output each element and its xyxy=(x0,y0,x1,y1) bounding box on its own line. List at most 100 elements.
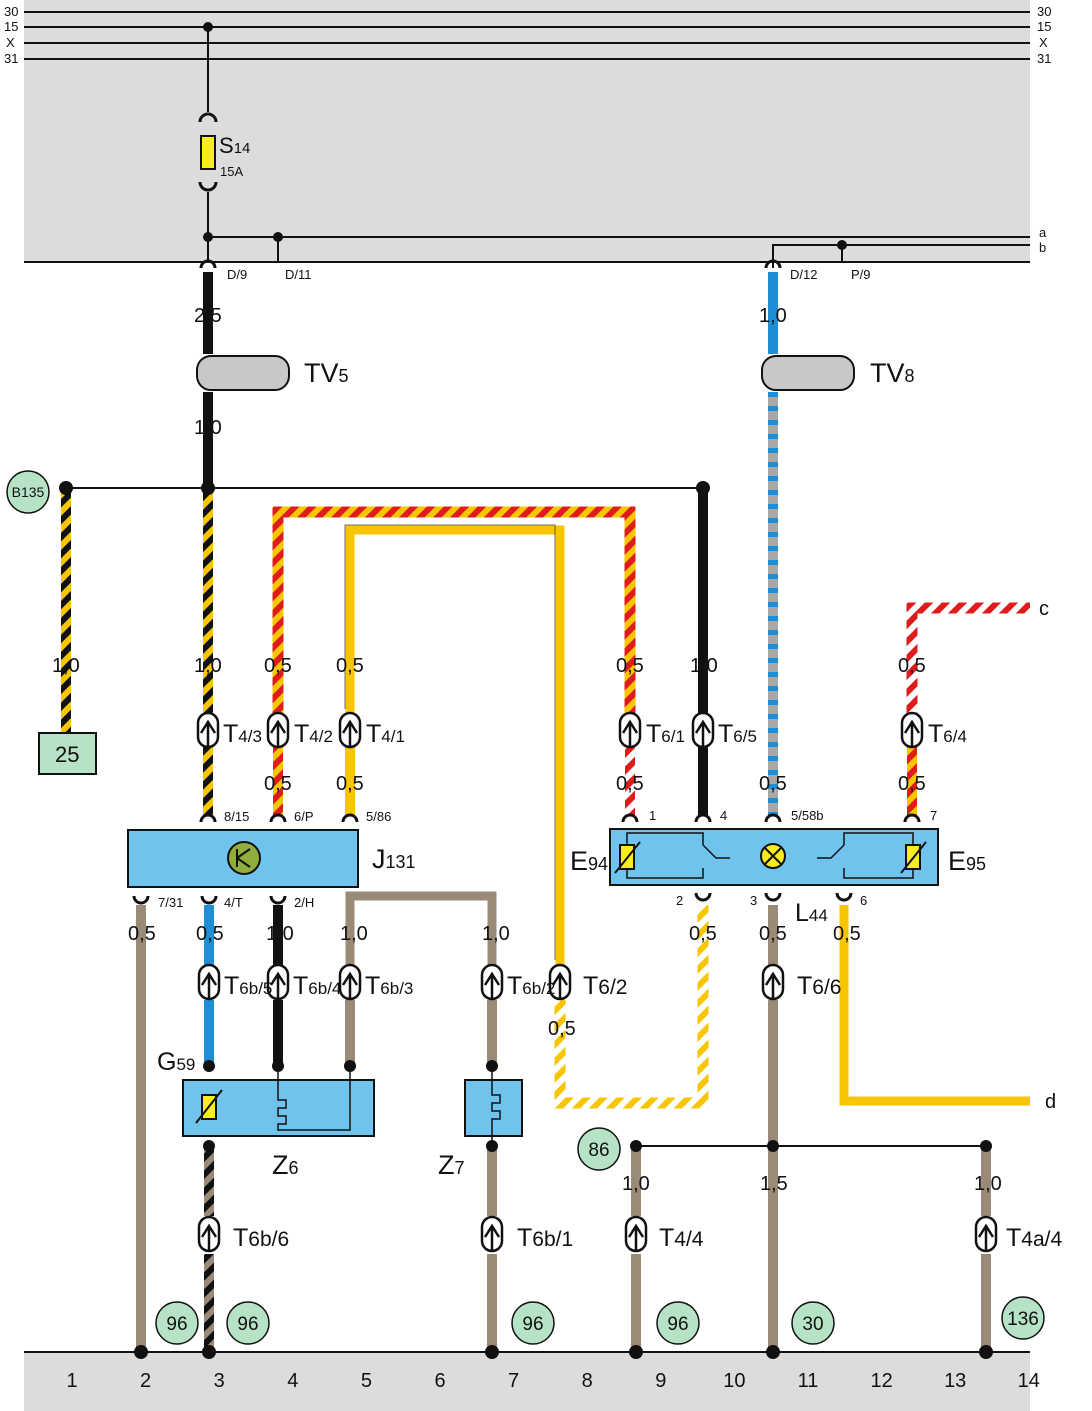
label-t65: T6/5 xyxy=(718,720,757,748)
connector-t61 xyxy=(618,711,642,749)
wire-size-t41: 0,5 xyxy=(336,655,364,677)
label-t6b5: T6b/5 xyxy=(224,972,272,1000)
pin-e-1: 1 xyxy=(649,808,656,823)
ref-96-col3: 96 xyxy=(237,1314,258,1335)
pin-j-815: 8/15 xyxy=(224,809,249,824)
wire-size-j-2h: 1,0 xyxy=(266,923,294,945)
connector-t6b1 xyxy=(480,1215,504,1253)
connector-t6b5 xyxy=(197,963,221,1001)
wire-size-t42: 0,5 xyxy=(264,655,292,677)
label-t41: T4/1 xyxy=(366,720,405,748)
connector-t4a4 xyxy=(974,1215,998,1253)
wire-size-t64: 0,5 xyxy=(898,655,926,677)
column-number: 7 xyxy=(508,1370,519,1392)
ref-96-col2: 96 xyxy=(166,1314,187,1335)
e95-label: E95 xyxy=(948,846,986,876)
column-number: 14 xyxy=(1018,1370,1040,1392)
pin-cup xyxy=(903,813,921,823)
module-z7 xyxy=(464,1066,523,1146)
ref-30-col11: 30 xyxy=(802,1314,823,1335)
wire-size-b135: 1,0 xyxy=(52,655,80,677)
connector-t44 xyxy=(624,1215,648,1253)
j131-label: J131 xyxy=(372,844,416,874)
connector-t66 xyxy=(761,963,785,1001)
rail-label-15-left: 15 xyxy=(4,19,18,34)
rail-label-b: b xyxy=(1039,240,1046,255)
pin-e-558b: 5/58b xyxy=(791,808,824,823)
module-g59-z6 xyxy=(182,1066,375,1137)
column-number: 10 xyxy=(723,1370,745,1392)
edge-label-d: d xyxy=(1045,1091,1056,1113)
fuse-name: S14 xyxy=(219,133,250,158)
column-number: 2 xyxy=(140,1370,151,1392)
fuse-rating: 15A xyxy=(220,164,243,179)
wire-size-e-3: 0,5 xyxy=(759,923,787,945)
rail-label-15-right: 15 xyxy=(1037,19,1051,34)
column-number: 1 xyxy=(66,1370,77,1392)
g59-label: G59 xyxy=(157,1048,195,1076)
pin-p9: P/9 xyxy=(851,267,871,282)
label-t66: T6/6 xyxy=(797,972,841,1000)
pin-cup xyxy=(199,259,217,269)
ref-96-col9: 96 xyxy=(667,1314,688,1335)
wire-size-t62: 0,5 xyxy=(548,1018,576,1040)
label-t6b6: T6b/6 xyxy=(233,1224,289,1252)
wire-size-tv5-out: 1,0 xyxy=(194,417,222,439)
fuse-s14 xyxy=(198,22,847,262)
pin-cup xyxy=(835,892,853,902)
box-25 xyxy=(38,732,97,775)
pin-j-731: 7/31 xyxy=(158,895,183,910)
pin-d12: D/12 xyxy=(790,267,817,282)
column-number: 9 xyxy=(655,1370,666,1392)
pin-j-4t: 4/T xyxy=(224,895,243,910)
pin-cup xyxy=(132,895,150,905)
pin-cup xyxy=(764,813,782,823)
wire-size-e-2: 0,5 xyxy=(689,923,717,945)
pin-cup xyxy=(199,813,217,823)
rail-label-30-right: 30 xyxy=(1037,4,1051,19)
e94-label: E94 xyxy=(570,846,608,876)
tv8-label: TV8 xyxy=(870,358,915,388)
ref-b135: B135 xyxy=(12,484,45,500)
wire-size-t44: 1,0 xyxy=(622,1173,650,1195)
label-t44: T4/4 xyxy=(659,1224,704,1252)
label-t6b2: T6b/2 xyxy=(507,972,555,1000)
pin-cup xyxy=(269,895,287,905)
label-t43: T4/3 xyxy=(223,720,262,748)
wires xyxy=(61,272,1030,1352)
column-number: 13 xyxy=(944,1370,966,1392)
wire-size-t61b: 0,5 xyxy=(616,773,644,795)
wire-size-e-6: 0,5 xyxy=(833,923,861,945)
pin-j-2h: 2/H xyxy=(294,895,314,910)
connector-t6b3 xyxy=(338,963,362,1001)
wire-size-t4a4: 1,0 xyxy=(974,1173,1002,1195)
connector-t6b6 xyxy=(197,1215,221,1253)
rail-label-x-right: X xyxy=(1039,35,1048,50)
wire-size-l44-in: 0,5 xyxy=(759,773,787,795)
column-number: 5 xyxy=(361,1370,372,1392)
pin-cup xyxy=(694,892,712,902)
pin-cup xyxy=(621,813,639,823)
connector-t6b2 xyxy=(480,963,504,1001)
rail-label-31-left: 31 xyxy=(4,51,18,66)
label-t64: T6/4 xyxy=(928,720,967,748)
wire-size-t64b: 0,5 xyxy=(898,773,926,795)
pin-cup xyxy=(269,813,287,823)
l44-label: L44 xyxy=(795,899,828,927)
connector-t6b4 xyxy=(266,963,290,1001)
ground-strip-background xyxy=(24,1352,1030,1411)
wire-size-t41b: 0,5 xyxy=(336,773,364,795)
wire-size-2-5: 2,5 xyxy=(194,305,222,327)
pin-cup xyxy=(200,895,218,905)
wire-size-t43: 1,0 xyxy=(194,655,222,677)
wire-size-j-4t: 0,5 xyxy=(196,923,224,945)
wire-size-t42b: 0,5 xyxy=(264,773,292,795)
pin-e-3: 3 xyxy=(750,893,757,908)
relay-panel-background xyxy=(24,0,1030,262)
wire-size-t61: 0,5 xyxy=(616,655,644,677)
module-j131 xyxy=(127,829,359,888)
module-e94-e95 xyxy=(609,828,939,886)
pin-cup xyxy=(341,813,359,823)
terminal-tv5 xyxy=(196,355,290,391)
